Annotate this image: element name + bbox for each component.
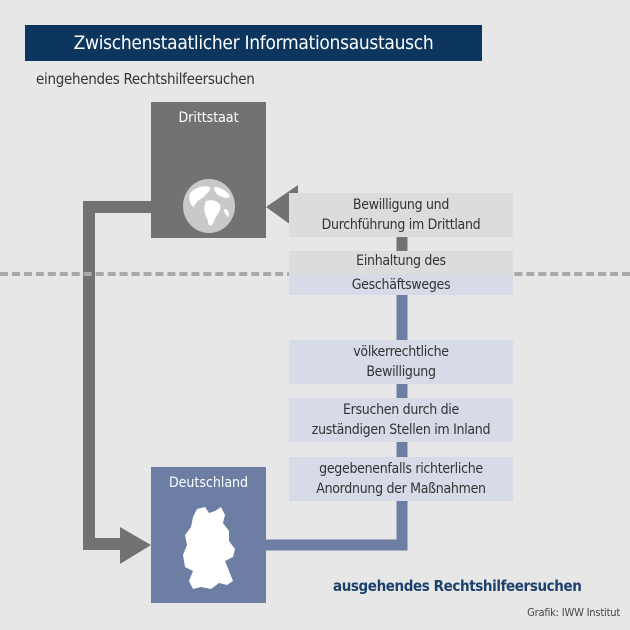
- step-label: gegebenenfalls richterliche Anordnung de…: [316, 461, 486, 497]
- incoming-arrowhead: [120, 527, 151, 564]
- germany-label: Deutschland: [168, 475, 249, 491]
- third-country-node: Drittstaat: [151, 102, 266, 238]
- step-domestic-request: Ersuchen durch die zuständigen Stellen i…: [289, 398, 513, 442]
- germany-node: Deutschland: [151, 467, 266, 603]
- step-official-channels: Einhaltung des Geschäftsweges: [289, 251, 513, 295]
- globe-icon: [183, 179, 235, 233]
- graphic-credit: Grafik: IWW Institut: [527, 606, 620, 619]
- step-label: Ersuchen durch die zuständigen Stellen i…: [311, 402, 491, 438]
- outgoing-request-label: ausgehendes Rechtshilfeersuchen: [333, 577, 582, 595]
- step-label: Einhaltung des Geschäftsweges: [351, 253, 451, 293]
- step-approval-third-country: Bewilligung und Durchführung im Drittlan…: [289, 193, 513, 237]
- incoming-arrow-line: [83, 201, 151, 550]
- step-judicial-order: gegebenenfalls richterliche Anordnung de…: [289, 457, 513, 501]
- step-label: völkerrechtliche Bewilligung: [353, 344, 449, 380]
- step-international-approval: völkerrechtliche Bewilligung: [289, 340, 513, 384]
- page-title: Zwischenstaatlicher Informationsaustausc…: [25, 25, 482, 61]
- third-country-label: Drittstaat: [178, 110, 239, 126]
- germany-map-icon: [183, 507, 235, 589]
- incoming-request-label: eingehendes Rechtshilfeersuchen: [36, 70, 255, 88]
- step-label: Bewilligung und Durchführung im Drittlan…: [321, 197, 481, 233]
